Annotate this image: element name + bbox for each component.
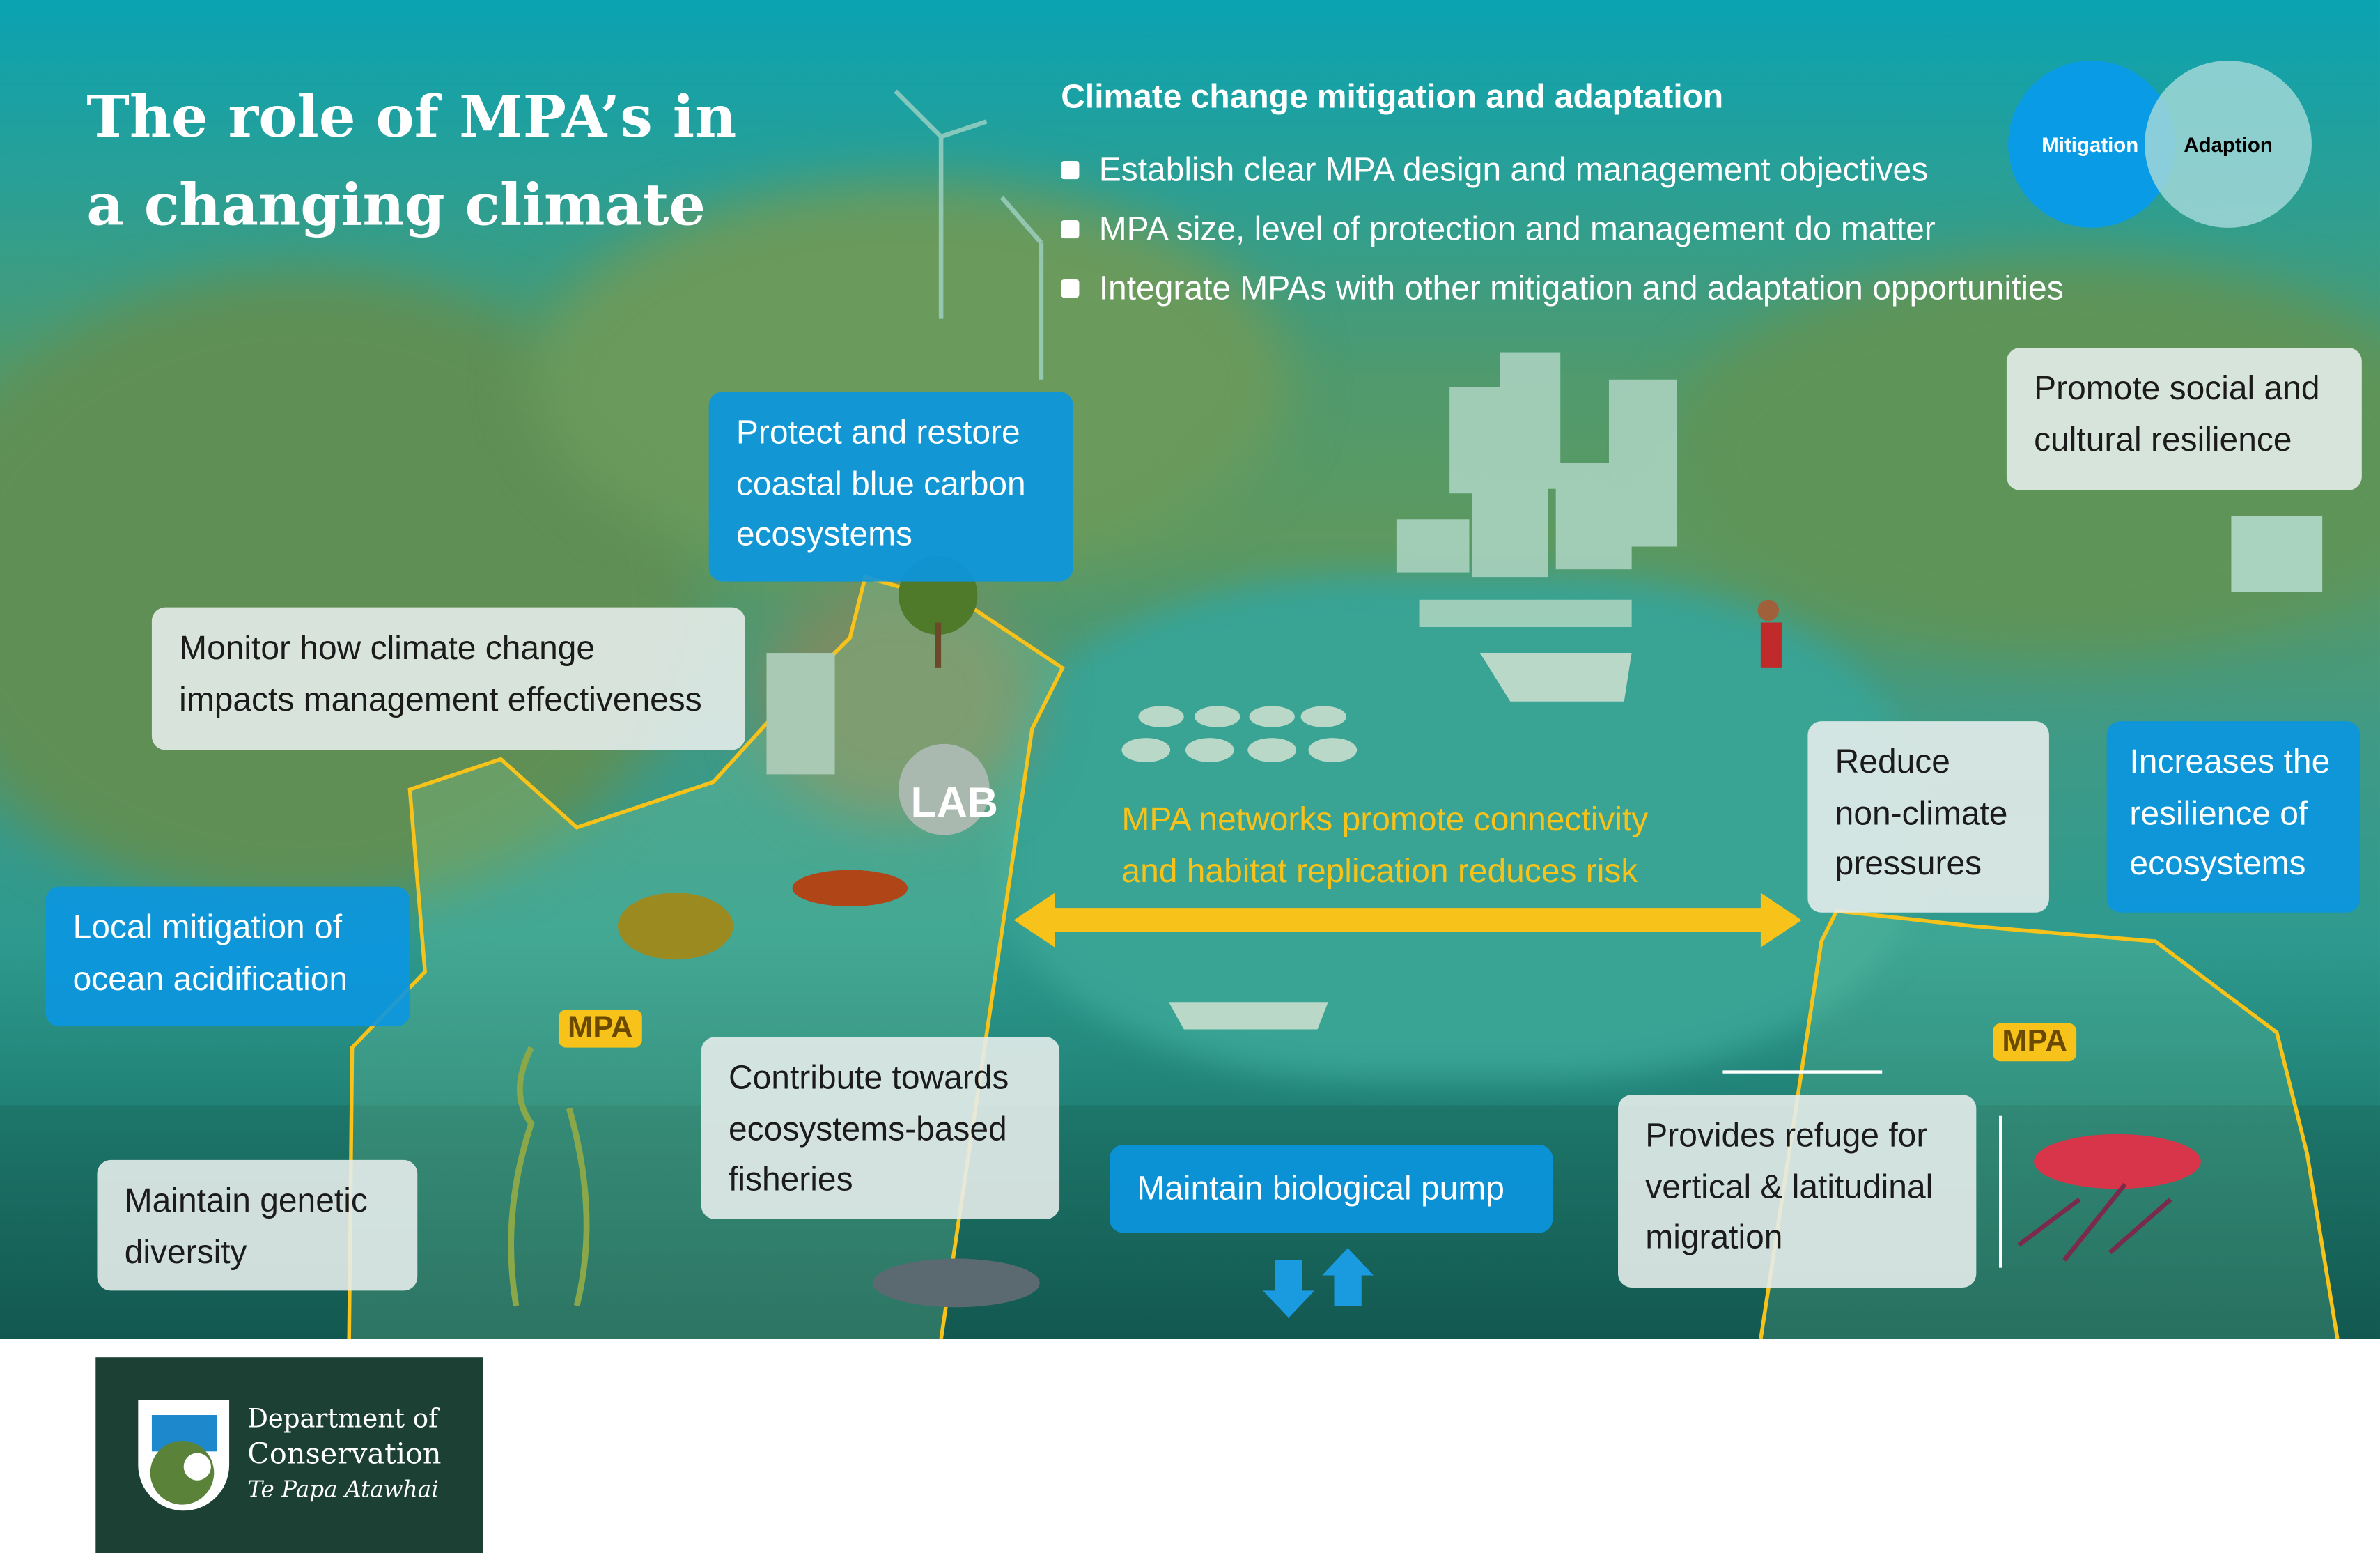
fish-icon bbox=[2034, 1134, 2201, 1189]
marae-icon bbox=[2231, 516, 2323, 592]
bullet-icon bbox=[1061, 160, 1080, 180]
connectivity-line-2: and habitat replication reduces risk bbox=[1121, 851, 1638, 889]
box-reduce-pressures: Reduce non-climate pressures bbox=[1807, 721, 2049, 913]
seaweed-icon bbox=[508, 1046, 590, 1307]
logo-line-1: Department of bbox=[247, 1404, 438, 1435]
bullet-icon bbox=[1061, 219, 1080, 239]
connectivity-text: MPA networks promote connectivity and ha… bbox=[1121, 794, 1648, 896]
logo-text: Department of Conservation Te Papa Atawh… bbox=[247, 1403, 441, 1508]
mpa-label-left: MPA bbox=[558, 1010, 642, 1048]
svg-text:LAB: LAB bbox=[911, 778, 998, 826]
list-item-text: Establish clear MPA design and managemen… bbox=[1098, 150, 1929, 189]
mpa-label-right: MPA bbox=[1993, 1023, 2077, 1062]
grouper-fish-icon bbox=[873, 1258, 1040, 1308]
fishing-boat-icon bbox=[1168, 1002, 1328, 1030]
objectives-list: Establish clear MPA design and managemen… bbox=[1061, 149, 2064, 327]
lobster-icon bbox=[792, 870, 908, 906]
doc-shield-icon bbox=[138, 1400, 230, 1511]
box-social-resilience: Promote social and cultural resilience bbox=[2006, 348, 2362, 490]
coral-icon bbox=[2017, 1182, 2172, 1262]
list-item-text: Integrate MPAs with other mitigation and… bbox=[1098, 268, 2064, 307]
box-ecosystem-resilience: Increases the resilience of ecosystems bbox=[2106, 721, 2360, 913]
box-fisheries: Contribute towards ecosystems-based fish… bbox=[701, 1037, 1060, 1219]
fisher-person-icon bbox=[1757, 599, 1782, 668]
list-item: MPA size, level of protection and manage… bbox=[1061, 208, 2063, 268]
box-blue-carbon: Protect and restore coastal blue carbon … bbox=[708, 392, 1073, 582]
box-refuge: Provides refuge for vertical & latitudin… bbox=[1618, 1095, 1977, 1288]
logo-line-2: Conservation bbox=[247, 1437, 442, 1471]
mussels-icon bbox=[617, 893, 733, 960]
doc-logo: Department of Conservation Te Papa Atawh… bbox=[95, 1357, 483, 1553]
section-heading: Climate change mitigation and adaptation bbox=[1061, 77, 1724, 116]
box-genetic-diversity: Maintain genetic diversity bbox=[97, 1159, 418, 1291]
venn-mitigation-label: Mitigation bbox=[2041, 132, 2139, 156]
page-title: The role of MPA’s in a changing climate bbox=[86, 73, 736, 249]
wind-turbine-icon bbox=[894, 89, 1044, 380]
logo-line-3: Te Papa Atawhai bbox=[247, 1476, 439, 1504]
box-biological-pump: Maintain biological pump bbox=[1109, 1145, 1553, 1233]
list-item: Integrate MPAs with other mitigation and… bbox=[1061, 268, 2064, 327]
ship-icon bbox=[1479, 653, 1632, 702]
venn-adaption: Adaption bbox=[2145, 61, 2312, 228]
bullet-icon bbox=[1061, 279, 1080, 298]
lab-building-icon: LAB bbox=[766, 653, 998, 835]
aquaculture-icon bbox=[1121, 706, 1358, 762]
box-acidification: Local mitigation of ocean acidification bbox=[45, 886, 410, 1027]
title-line-2: a changing climate bbox=[86, 170, 706, 239]
title-line-1: The role of MPA’s in bbox=[86, 82, 737, 150]
connectivity-line-1: MPA networks promote connectivity bbox=[1121, 800, 1649, 838]
buildings-icon bbox=[1396, 352, 1678, 628]
biological-pump-arrows-icon bbox=[1263, 1248, 1374, 1318]
list-item-text: MPA size, level of protection and manage… bbox=[1098, 209, 1936, 248]
list-item: Establish clear MPA design and managemen… bbox=[1061, 149, 2063, 208]
box-monitor: Monitor how climate change impacts manag… bbox=[151, 607, 745, 750]
venn-adaption-label: Adaption bbox=[2184, 132, 2273, 156]
connectivity-arrow bbox=[1013, 893, 1802, 948]
